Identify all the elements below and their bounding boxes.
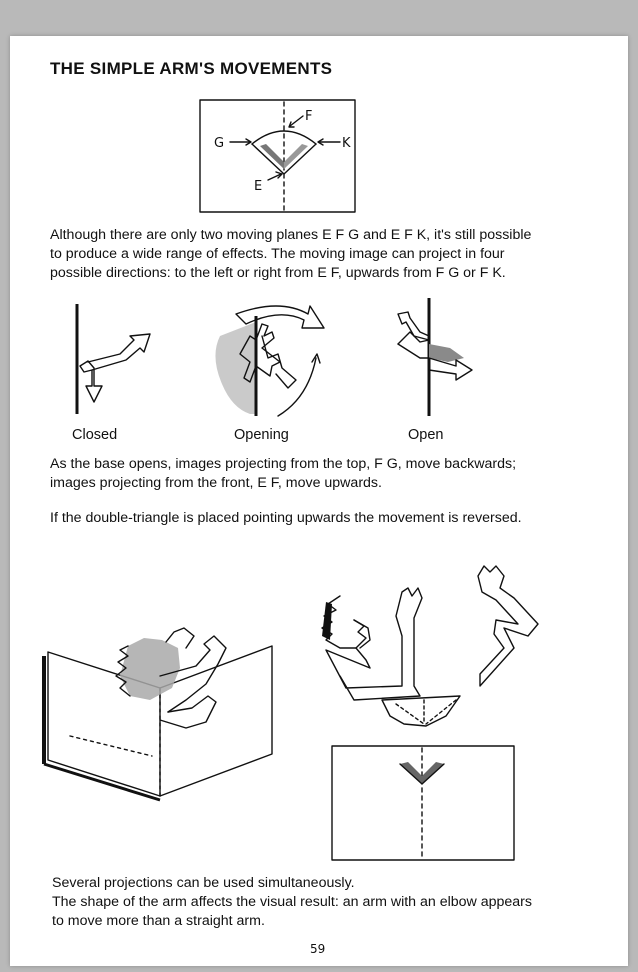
caption-closed: Closed [72,427,118,443]
label-f: F [305,109,312,124]
caption-open: Open [408,427,444,443]
paragraph-reversed: If the double-triangle is placed pointin… [50,510,522,526]
efgk-diagram: F G K E [199,99,356,213]
label-k: K [342,136,351,151]
page-number: 59 [310,942,326,956]
popup-figure-illustration [42,565,539,861]
paragraph-planes: Although there are only two moving plane… [50,227,532,281]
paragraph-base-opens: As the base opens, images projecting fro… [50,456,517,491]
page-title: THE SIMPLE ARM'S MOVEMENTS [50,59,333,78]
label-g: G [214,136,224,151]
paragraph-projections: Several projections can be used simultan… [52,875,533,929]
book-page: THE SIMPLE ARM'S MOVEMENTS F G K E Altho… [10,36,628,966]
caption-opening: Opening [234,427,289,443]
label-e: E [254,179,262,194]
closed-opening-open-illustration [75,298,473,417]
